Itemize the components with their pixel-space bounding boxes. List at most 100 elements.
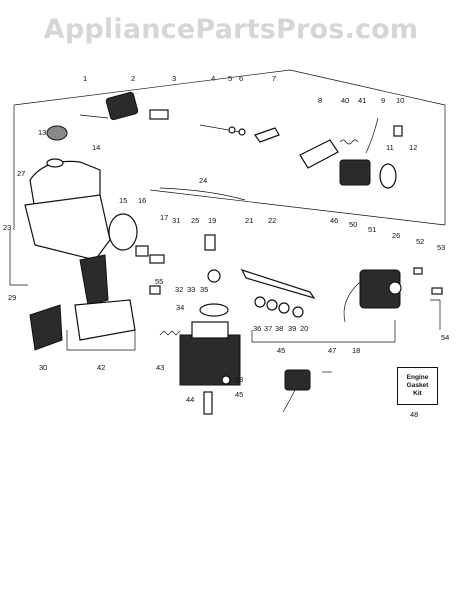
part-55-icon [149, 285, 161, 295]
washer-6-icon [238, 128, 246, 136]
part-28-icon [221, 375, 231, 385]
callout-34: 34 [176, 303, 184, 312]
screw-1-icon [79, 114, 109, 119]
clutch-bearing-icon [388, 281, 402, 295]
callout-19: 19 [208, 216, 216, 225]
callout-51: 51 [368, 225, 376, 234]
callout-55: 55 [155, 277, 163, 286]
callout-4: 4 [211, 74, 215, 83]
bracket-3-icon [149, 109, 169, 120]
callout-35: 35 [200, 285, 208, 294]
air-filter-icon [29, 304, 63, 351]
callout-45b: 45 [277, 346, 285, 355]
callout-43: 43 [156, 363, 164, 372]
seal-37-icon [266, 299, 278, 311]
callout-27: 27 [17, 169, 25, 178]
callout-31: 31 [172, 216, 180, 225]
plate-8-icon [299, 139, 339, 169]
callout-16: 16 [138, 196, 146, 205]
washer-5-icon [228, 126, 236, 134]
bearing-32-icon [207, 269, 221, 283]
callout-39: 39 [288, 324, 296, 333]
callout-52: 52 [416, 237, 424, 246]
callout-24: 24 [199, 176, 207, 185]
callout-labels: 1 2 3 4 5 6 7 8 40 41 9 10 11 12 13 14 2… [3, 74, 449, 404]
callout-7: 7 [272, 74, 276, 83]
callout-10: 10 [396, 96, 404, 105]
kit-line-3: Kit [413, 390, 422, 397]
fuel-cap-icon [46, 125, 68, 141]
callout-46: 46 [330, 216, 338, 225]
part-52-icon [413, 267, 423, 275]
fuel-line-25-icon [159, 187, 246, 201]
engine-gasket-kit-box: Engine Gasket Kit [397, 367, 438, 405]
callout-8: 8 [318, 96, 322, 105]
callout-47: 47 [328, 346, 336, 355]
callout-9: 9 [381, 96, 385, 105]
mid-frame-line [149, 189, 446, 226]
lever-7-icon [254, 127, 280, 143]
callout-33: 33 [187, 285, 195, 294]
housing-handle-icon [79, 254, 109, 306]
bearing-38-icon [278, 302, 290, 314]
callout-15: 15 [119, 196, 127, 205]
wire-51-icon [343, 281, 361, 323]
carburetor-icon [339, 159, 371, 186]
clip-17-icon [149, 254, 165, 264]
callout-22: 22 [268, 216, 276, 225]
seal-36-icon [254, 296, 266, 308]
callout-11: 11 [386, 143, 394, 152]
ignition-module-icon [284, 369, 311, 391]
bracket-54-line [430, 299, 441, 330]
callout-23: 23 [3, 223, 11, 232]
callout-41: 41 [358, 96, 366, 105]
callout-37: 37 [264, 324, 272, 333]
callout-14: 14 [92, 143, 100, 152]
air-box-icon [74, 299, 136, 341]
module-wire-icon [282, 389, 296, 413]
knob-10-icon [393, 125, 403, 137]
gasket-34-icon [199, 303, 229, 317]
left-bracket-line [9, 230, 28, 286]
kit-line-1: Engine [406, 374, 429, 381]
callout-30: 30 [39, 363, 47, 372]
callout-53: 53 [437, 243, 445, 252]
callout-28: 28 [235, 375, 243, 384]
callout-13: 13 [38, 128, 46, 137]
callout-45: 45 [235, 390, 243, 399]
bracket-18-line [251, 320, 396, 343]
top-frame-line [13, 69, 446, 106]
callout-50: 50 [349, 220, 357, 229]
kit-line-2: Gasket [406, 382, 429, 389]
callout-3: 3 [172, 74, 176, 83]
bolt-19-icon [204, 234, 216, 251]
callout-12: 12 [409, 143, 417, 152]
spring-40-icon [339, 139, 359, 145]
spring-43-icon [159, 330, 181, 336]
part-53-icon [431, 287, 443, 295]
callout-38: 38 [275, 324, 283, 333]
callout-26: 26 [392, 231, 400, 240]
callout-18: 18 [352, 346, 360, 355]
watermark: AppliancePartsPros.com [43, 14, 419, 45]
engine-housing-icon [24, 194, 111, 261]
piston-icon [191, 321, 229, 339]
spark-plug-icon [203, 391, 213, 415]
callout-32: 32 [175, 285, 183, 294]
callout-44: 44 [186, 395, 194, 404]
callout-17: 17 [160, 213, 168, 222]
cylinder-icon [179, 334, 241, 386]
tank-neck-icon [46, 158, 64, 168]
callout-42: 42 [97, 363, 105, 372]
callout-20: 20 [300, 324, 308, 333]
crankshaft-icon [240, 268, 316, 300]
callout-25: 25 [191, 216, 199, 225]
callout-21: 21 [245, 216, 253, 225]
callout-6: 6 [239, 74, 243, 83]
callout-29: 29 [8, 293, 16, 302]
callout-1: 1 [83, 74, 87, 83]
callout-40: 40 [341, 96, 349, 105]
callout-2: 2 [131, 74, 135, 83]
callout-36b: 36 [253, 324, 261, 333]
